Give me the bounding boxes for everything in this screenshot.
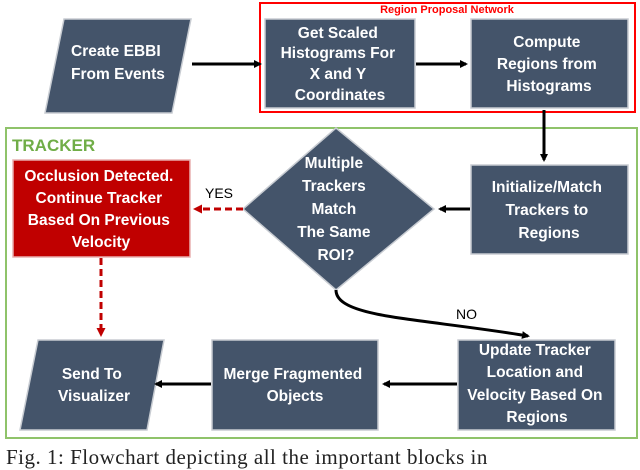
merge-objects-line: Objects [267, 388, 324, 405]
region-proposal-label: Region Proposal Network [380, 4, 515, 16]
create-ebbi-line: From Events [71, 66, 165, 83]
occlusion-line: Velocity [72, 234, 131, 251]
decision-line: The Same [297, 224, 371, 241]
compute-regions-block: Compute Regions from Histograms [470, 18, 629, 109]
figure-caption: Fig. 1: Flowchart depicting all the impo… [6, 445, 488, 469]
occlusion-line: Occlusion Detected. [24, 168, 173, 185]
update-tracker-line: Update Tracker [479, 342, 591, 359]
update-tracker-line: Velocity Based On [467, 387, 602, 404]
yes-label: YES [205, 185, 233, 201]
occlusion-line: Based On Previous [28, 212, 170, 229]
decision-diamond: Multiple Trackers Match The Same ROI? [241, 127, 436, 291]
send-visualizer-line: Send To [62, 366, 122, 383]
update-tracker-line: Location and [487, 364, 583, 381]
decision-line: Multiple [305, 155, 364, 172]
create-ebbi-line: Create EBBI [71, 43, 161, 60]
compute-regions-line: Histograms [506, 78, 591, 95]
tracker-frame [5, 127, 638, 439]
init-trackers-line: Initialize/Match [492, 179, 602, 196]
svg-text:Merge Fragmented Objects: Merge Fragmented Objects [224, 366, 367, 405]
decision-line: Trackers [302, 178, 366, 195]
update-tracker-block: Update Tracker Location and Velocity Bas… [457, 339, 616, 431]
histograms-block: Get Scaled Histograms For X and Y Coordi… [264, 18, 416, 109]
compute-regions-line: Regions from [497, 56, 597, 73]
tracker-label: TRACKER [12, 136, 95, 155]
histograms-line: Coordinates [295, 87, 385, 104]
svg-text:Compute Regions from: Compute Regions from Histograms [497, 34, 601, 95]
histograms-line: X and Y [310, 66, 367, 83]
init-trackers-line: Trackers to [505, 202, 588, 219]
histograms-line: Histograms For [281, 45, 396, 62]
send-visualizer-line: Visualizer [58, 388, 130, 405]
occlusion-line: Continue Tracker [36, 190, 163, 207]
histograms-line: Get Scaled [298, 25, 378, 42]
arrow-decision-to-update [334, 289, 530, 339]
create-ebbi-block: Create EBBI From Events [44, 18, 192, 114]
merge-objects-block: Merge Fragmented Objects [211, 339, 379, 431]
svg-text:Update Tracker Location: Update Tracker Location and Velocity Bas… [467, 342, 607, 426]
update-tracker-line: Regions [506, 409, 567, 426]
svg-text:Get Scaled Histograms Fo: Get Scaled Histograms For X and Y Coordi… [281, 25, 400, 104]
svg-text:Send To Visualizer: Send To Visualizer [58, 366, 130, 405]
merge-objects-line: Merge Fragmented [224, 366, 363, 383]
init-trackers-block: Initialize/Match Trackers to Regions [470, 164, 629, 255]
send-visualizer-block: Send To Visualizer [19, 339, 165, 431]
region-proposal-frame [259, 2, 636, 113]
svg-text:Occlusion Detected. Cont: Occlusion Detected. Continue Tracker Bas… [24, 168, 177, 251]
decision-line: Match [311, 201, 356, 218]
compute-regions-line: Compute [513, 34, 581, 51]
decision-line: ROI? [317, 247, 354, 264]
no-label: NO [456, 306, 477, 322]
occlusion-block: Occlusion Detected. Continue Tracker Bas… [12, 159, 191, 258]
svg-text:Create EBBI From Events: Create EBBI From Events [71, 43, 165, 83]
svg-text:Multiple Trackers: Multiple Trackers Match The Same ROI? [297, 155, 375, 264]
init-trackers-line: Regions [518, 225, 579, 242]
svg-text:Initialize/Match Tracker: Initialize/Match Trackers to Regions [492, 179, 607, 242]
